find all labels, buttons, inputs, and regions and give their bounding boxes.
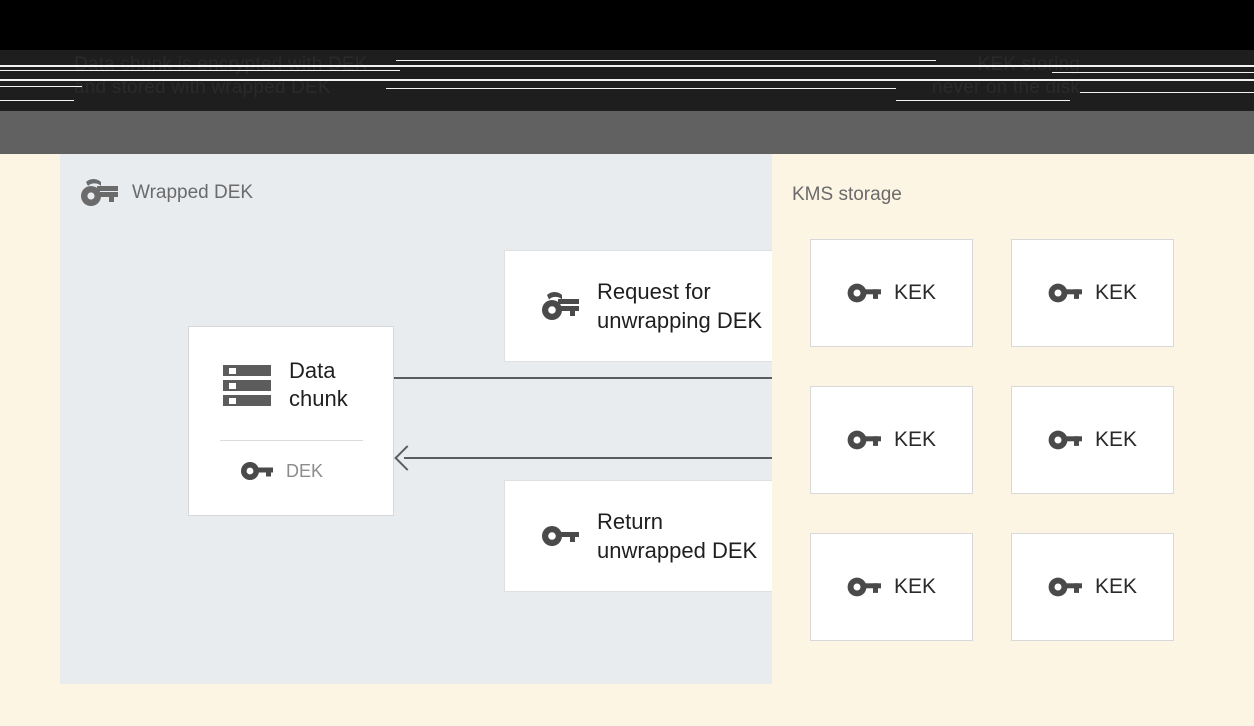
scan-artifact	[1052, 72, 1254, 73]
kms-storage-title: KMS storage	[792, 184, 902, 205]
scan-artifact	[0, 86, 82, 87]
key-icon	[541, 523, 579, 549]
request-unwrapping-dek-card[interactable]: Request for unwrapping DEK	[504, 250, 790, 362]
key-icon	[1048, 281, 1082, 305]
scan-artifact	[0, 70, 400, 71]
kek-label: KEK	[1094, 281, 1138, 304]
data-chunk-dek-label: DEK	[286, 460, 324, 481]
kms-storage-region: KMS storage KEK	[772, 154, 1254, 726]
return-arrow-head-icon	[394, 445, 420, 471]
key-icon	[241, 460, 273, 482]
kek-label: KEK	[1094, 575, 1138, 598]
wrapped-dek-header: Wrapped DEK	[80, 179, 253, 207]
kek-label: KEK	[893, 281, 937, 304]
scan-artifact	[0, 65, 1254, 67]
wrapped-key-icon	[541, 291, 579, 321]
kek-grid: KEK KEK	[810, 239, 1210, 641]
banner-caption-right: KEK storing never on the disk	[932, 54, 1081, 98]
kek-label: KEK	[893, 428, 937, 451]
data-chunk-card[interactable]: Data chunk DEK	[188, 326, 394, 516]
key-icon	[847, 281, 881, 305]
kek-box[interactable]: KEK	[810, 239, 973, 347]
data-chunk-label: Data chunk	[289, 358, 348, 411]
scan-artifact	[396, 60, 936, 61]
request-arrow-line	[394, 377, 822, 379]
key-icon	[847, 575, 881, 599]
key-icon	[1048, 428, 1082, 452]
request-unwrapping-dek-label: Request for unwrapping DEK	[597, 279, 763, 333]
return-unwrapped-dek-label: Return unwrapped DEK	[597, 509, 758, 563]
kek-box[interactable]: KEK	[1011, 386, 1174, 494]
data-chunk-divider	[220, 440, 363, 441]
data-chunk-dek-row: DEK	[241, 460, 323, 482]
toolbar-strip	[0, 111, 1254, 154]
wrapped-dek-title: Wrapped DEK	[132, 182, 254, 203]
kek-box[interactable]: KEK	[1011, 533, 1174, 641]
key-icon	[847, 428, 881, 452]
scan-artifact	[0, 100, 74, 101]
kek-box[interactable]: KEK	[810, 386, 973, 494]
wrapped-dek-panel: Wrapped DEK Data chunk	[60, 154, 833, 684]
return-unwrapped-dek-card[interactable]: Return unwrapped DEK	[504, 480, 790, 592]
kek-box[interactable]: KEK	[1011, 239, 1174, 347]
banner-caption-left: Data chunk is encrypted with DEK and sto…	[74, 54, 368, 98]
scan-artifact	[0, 79, 1254, 81]
top-banner: Data chunk is encrypted with DEK and sto…	[0, 0, 1254, 111]
scan-artifact	[386, 88, 896, 89]
database-chunk-icon	[221, 359, 273, 411]
return-arrow-line	[404, 457, 832, 459]
kek-label: KEK	[893, 575, 937, 598]
key-icon	[1048, 575, 1082, 599]
data-chunk-row: Data chunk	[221, 357, 348, 413]
scan-artifact	[896, 100, 1070, 101]
scan-artifact	[1080, 92, 1254, 93]
kek-box[interactable]: KEK	[810, 533, 973, 641]
wrapped-key-icon	[80, 179, 118, 207]
kek-label: KEK	[1094, 428, 1138, 451]
diagram-canvas: Wrapped DEK Data chunk	[0, 154, 1254, 726]
